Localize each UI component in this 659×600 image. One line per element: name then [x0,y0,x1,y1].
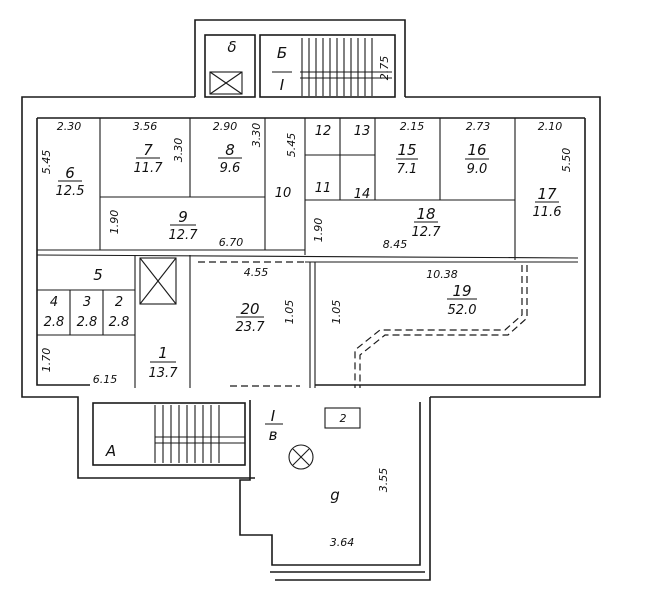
small-room-label: 2 [340,412,347,425]
room-16-area: 9.0 [467,162,488,177]
dim: 1.90 [108,210,121,235]
dim: 3.56 [133,120,158,133]
room-12-number: 12 [315,124,332,139]
shaft-label: δ [227,38,236,56]
dim: 3.30 [172,138,185,163]
dimension-labels: 2.30 3.56 2.90 3.30 3.30 5.45 5.45 2.15 … [40,56,573,549]
room-15-number: 15 [397,141,416,159]
room-2-area: 2.8 [109,315,130,330]
room-15-area: 7.1 [397,162,418,177]
dim: 2.10 [538,120,563,133]
room-1-number: 1 [158,344,168,362]
room-11-number: 11 [315,181,332,196]
dim: 10.38 [426,268,458,281]
room-7-number: 7 [143,141,153,159]
room-13-number: 13 [354,124,371,139]
column [288,444,314,470]
stair-b-label: Б [277,44,287,62]
room-labels: 1 13.7 2 2.8 3 2.8 4 2.8 5 6 12.5 7 11.7… [44,38,562,504]
dim: 5.50 [560,148,573,173]
room-10-number: 10 [275,186,292,201]
dim: 5.45 [40,150,53,175]
dim: 3.55 [377,468,390,493]
dim: 3.64 [330,536,355,549]
room-9-area: 12.7 [169,228,199,243]
room-20-area: 23.7 [236,320,266,335]
room-20-number: 20 [240,300,259,318]
room-3-number: 3 [83,295,91,310]
room-1-area: 13.7 [149,366,179,381]
walls [21,19,601,581]
room-2-number: 2 [115,295,123,310]
room-4-number: 4 [50,295,58,310]
room-18-number: 18 [416,205,435,223]
vestibule-label: в [269,426,278,444]
dim: 8.45 [383,238,408,251]
dim: 4.55 [244,266,269,279]
room-17-number: 17 [537,185,557,203]
room-6-number: 6 [65,164,75,182]
dim: 2.75 [378,56,391,81]
dim: 2.30 [57,120,82,133]
dim: 1.70 [40,348,53,373]
vestibule-sub: I [271,407,276,425]
hall-label: g [330,486,340,504]
stair-b-sub: I [280,76,285,94]
room-6-area: 12.5 [56,184,85,199]
room-14-number: 14 [354,187,371,202]
dim: 6.70 [219,236,244,249]
room-18-area: 12.7 [412,225,442,240]
dim: 3.30 [250,123,263,148]
dim: 2.73 [466,120,491,133]
elevator-shaft [139,257,177,305]
dim: 2.15 [400,120,425,133]
room-8-number: 8 [225,141,235,159]
room-5-number: 5 [93,266,103,284]
dim: 1.90 [312,218,325,243]
stair-a-label: А [105,442,116,460]
dim: 1.05 [283,300,296,325]
dim: 2.90 [213,120,238,133]
dim: 6.15 [93,373,118,386]
room-7-area: 11.7 [134,161,164,176]
room-4-area: 2.8 [44,315,65,330]
room-9-number: 9 [178,208,188,226]
dim: 5.45 [285,133,298,158]
room-3-area: 2.8 [77,315,98,330]
stairs [154,38,392,463]
room-17-area: 11.6 [533,205,562,220]
room-19-area: 52.0 [448,303,477,318]
dim: 1.05 [330,300,343,325]
room-8-area: 9.6 [220,161,241,176]
room-19-number: 19 [452,282,471,300]
room-16-number: 16 [467,141,486,159]
